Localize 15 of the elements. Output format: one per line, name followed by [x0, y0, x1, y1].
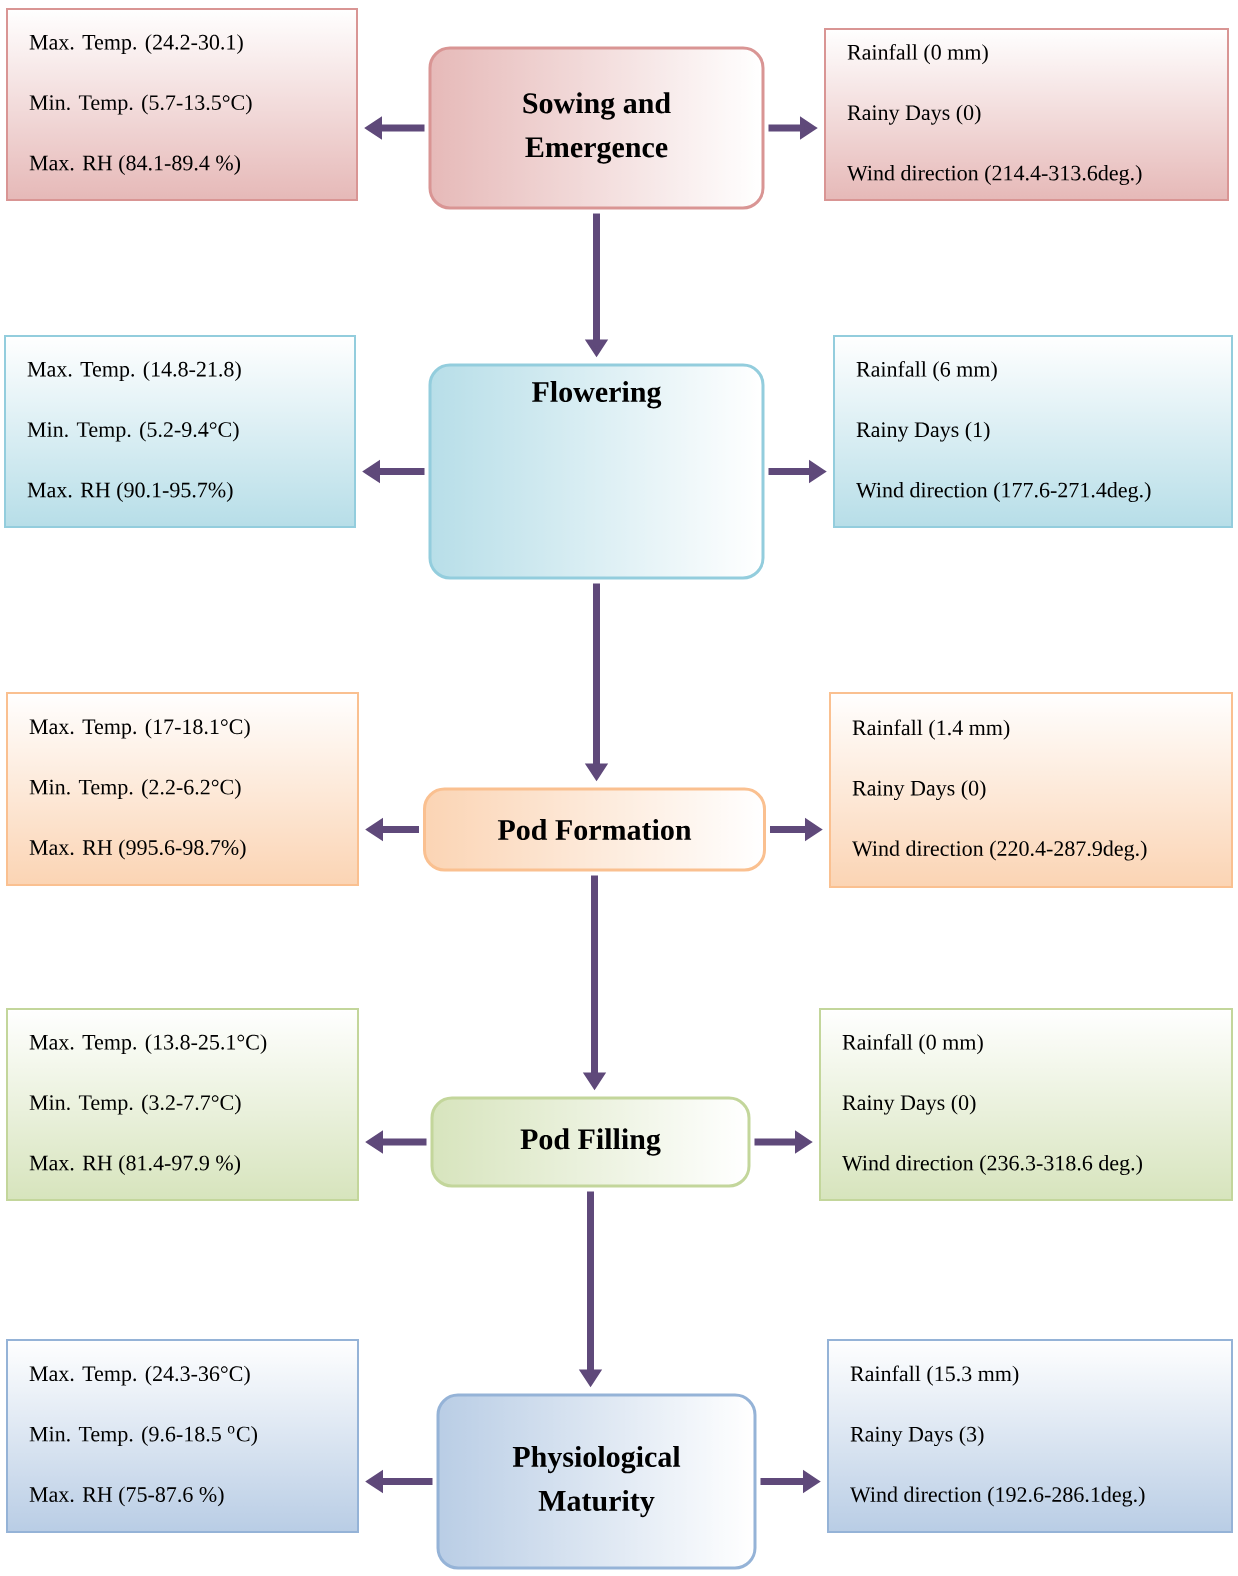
stage-box: Sowing and Emergence: [428, 46, 765, 210]
stage-box: Pod Formation: [423, 787, 766, 872]
weather-box: Max. Temp. (17-18.1°C) Min. Temp. (2.2-6.2°C) Max. RH (995.6-98.7%): [6, 692, 359, 886]
stage-box: Pod Filling: [430, 1096, 751, 1188]
weather-box: Max. Temp. (24.3-36°C) Min. Temp. (9.6-18.5 $^{o}$C) Max. RH (75-87.6 %): [6, 1339, 359, 1533]
weather-box: Rainfall (0 mm) Rainy Days (0) Wind direction (214.4-313.6deg.): [824, 28, 1229, 201]
weather-box: Rainfall (15.3 mm) Rainy Days (3) Wind direction (192.6-286.1deg.): [827, 1339, 1233, 1533]
weather-box: Rainfall (0 mm) Rainy Days (0) Wind direction (236.3-318.6 deg.): [819, 1008, 1233, 1201]
weather-box: Max. Temp. (24.2-30.1) Min. Temp. (5.7-13.5°C) Max. RH (84.1-89.4 %): [6, 8, 358, 201]
weather-box: Rainfall (6 mm) Rainy Days (1) Wind direction (177.6-271.4deg.): [833, 335, 1233, 528]
weather-box: Max. Temp. (13.8-25.1°C) Min. Temp. (3.2-7.7°C) Max. RH (81.4-97.9 %): [6, 1008, 359, 1201]
stage-box: Physiological Maturity: [436, 1393, 757, 1570]
weather-box: Rainfall (1.4 mm) Rainy Days (0) Wind direction (220.4-287.9deg.): [829, 692, 1233, 888]
stage-box: Flowering: [428, 363, 765, 580]
weather-box: Max. Temp. (14.8-21.8) Min. Temp. (5.2-9.4°C) Max. RH (90.1-95.7%): [4, 335, 356, 528]
